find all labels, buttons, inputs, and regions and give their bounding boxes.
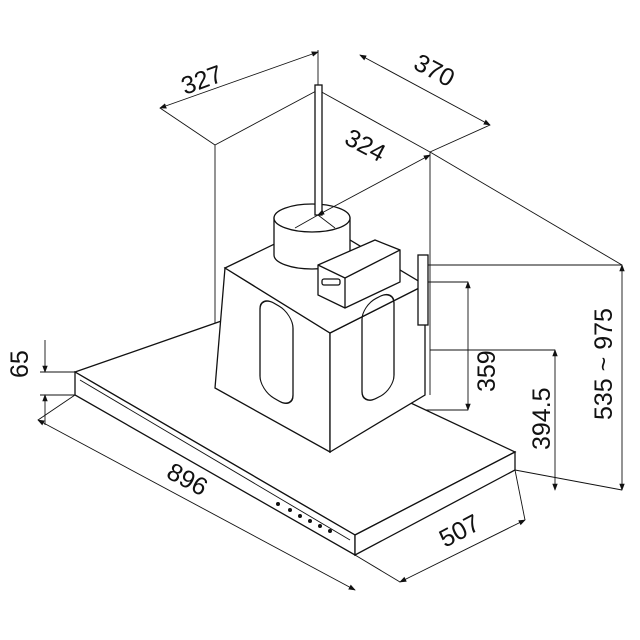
dim-65: 65: [6, 350, 34, 378]
motor-block: [317, 239, 401, 309]
dim-394-5: 394.5: [528, 387, 556, 450]
dim-535-975: 535 ~ 975: [590, 308, 618, 420]
dim-324: 324: [340, 124, 390, 168]
dim-370: 370: [409, 49, 459, 93]
dim-507: 507: [435, 509, 485, 553]
dim-327: 327: [177, 60, 226, 101]
dimension-lines: [37, 51, 625, 591]
dim-359: 359: [473, 350, 501, 392]
